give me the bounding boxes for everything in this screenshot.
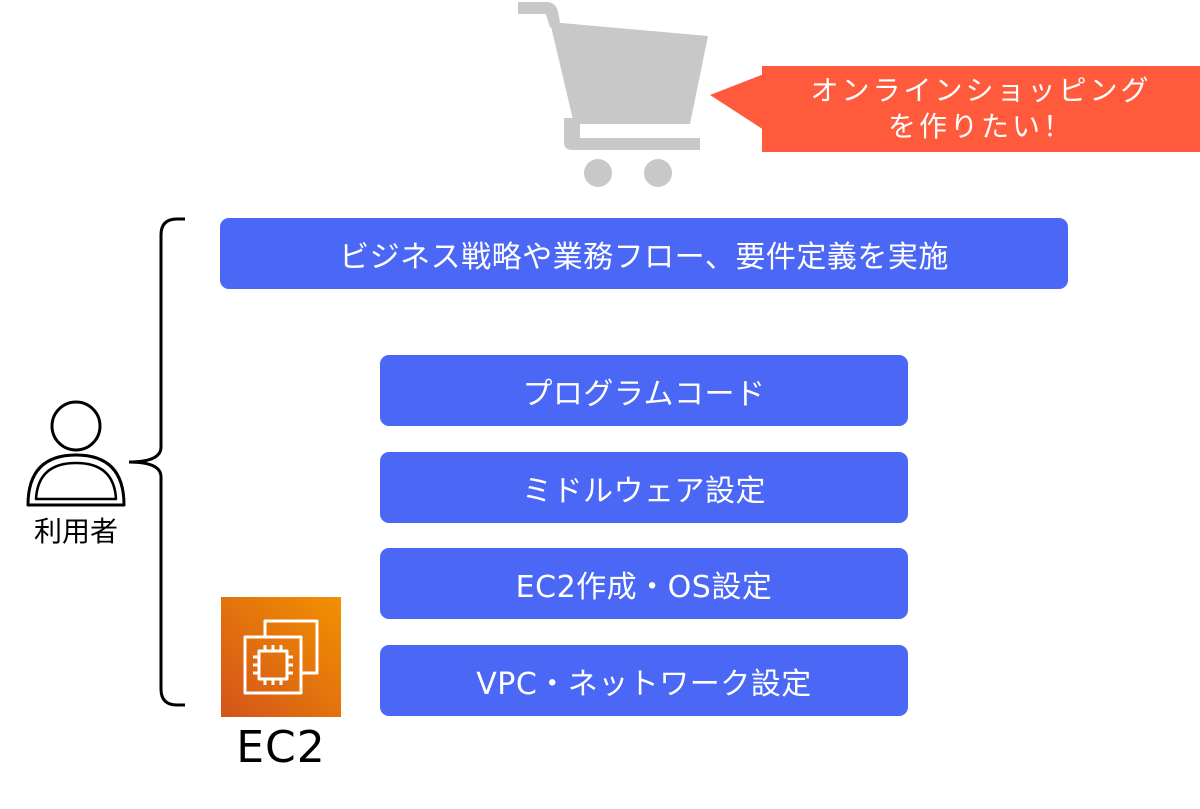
layer-ec2-os-label: EC2作成・OS設定 (515, 569, 773, 605)
shopping-cart-icon (510, 0, 710, 195)
user-label: 利用者 (33, 515, 118, 548)
layer-business-label: ビジネス戦略や業務フロー、要件定義を実施 (339, 239, 949, 275)
speech-callout: オンラインショッピング を作りたい！ (710, 66, 1200, 152)
brace (125, 215, 195, 710)
callout-line-1: オンラインショッピング (810, 74, 1152, 107)
layer-ec2-os: EC2作成・OS設定 (380, 548, 908, 619)
user-icon (20, 395, 132, 507)
ec2-chip-icon (221, 597, 341, 717)
layer-vpc-network-label: VPC・ネットワーク設定 (476, 666, 812, 702)
layer-middleware-label: ミドルウェア設定 (522, 473, 766, 509)
ec2-label: EC2 (236, 722, 326, 773)
layer-business: ビジネス戦略や業務フロー、要件定義を実施 (220, 218, 1068, 289)
layer-program-code: プログラムコード (380, 355, 908, 426)
callout-line-2: を作りたい！ (887, 110, 1074, 143)
layer-vpc-network: VPC・ネットワーク設定 (380, 645, 908, 716)
layer-middleware: ミドルウェア設定 (380, 452, 908, 523)
layer-program-code-label: プログラムコード (522, 376, 766, 412)
